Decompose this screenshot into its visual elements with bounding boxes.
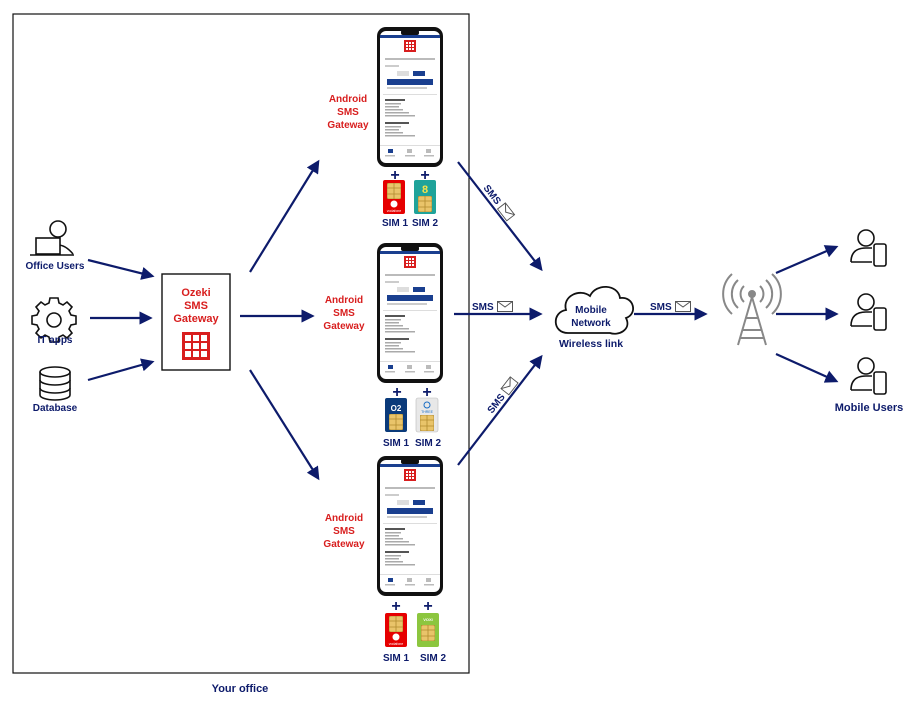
sim2-label: SIM 2 (415, 438, 442, 449)
android-phone-2 (377, 243, 443, 383)
android-label-line3: Gateway (323, 321, 365, 332)
envelope-icon (497, 202, 516, 222)
sms-text: SMS (472, 302, 494, 313)
mobile-user-icon (850, 229, 887, 267)
arrow-phone1-to-network (457, 161, 543, 272)
envelope-icon (675, 301, 691, 312)
android-label-line1: Android (325, 295, 363, 306)
database-label: Database (33, 403, 78, 414)
vodafone-sim-icon: vodafone (385, 613, 407, 647)
sms-text: SMS (650, 302, 672, 313)
cloud-icon (554, 285, 634, 335)
sim2-label: SIM 2 (420, 653, 447, 664)
o2-sim-icon: O2 (385, 398, 407, 432)
sim-brand-text: vodafone (389, 642, 403, 646)
ee-sim-icon: 8 (414, 180, 436, 214)
office-user-icon (30, 220, 74, 256)
sim1-label: SIM 1 (383, 653, 410, 664)
sim-group-2: + + O2 THREE SIM 1 SIM 2 (383, 384, 442, 449)
arrow-gateway-to-phone1 (249, 159, 320, 273)
android-label-line1: Android (325, 513, 363, 524)
envelope-icon (497, 301, 513, 312)
plus-icon: + (390, 167, 399, 184)
arrow-database-to-gateway (87, 358, 155, 382)
plus-icon: + (420, 167, 429, 184)
database-icon (39, 366, 71, 401)
office-caption: Your office (212, 683, 269, 695)
mobile-user-icon (850, 357, 887, 395)
sms-label-2: SMS (472, 301, 513, 313)
mobile-user-icon (850, 293, 887, 331)
android-label-line3: Gateway (327, 120, 369, 131)
sim1-label: SIM 1 (383, 438, 410, 449)
android-label-line3: Gateway (323, 539, 365, 550)
android-phone-3 (377, 456, 443, 596)
arrow-gateway-to-phone3 (249, 369, 320, 481)
sim2-label: SIM 2 (412, 218, 439, 229)
gear-icon (31, 297, 77, 343)
gateway-line2: SMS (184, 300, 208, 312)
gateway-line1: Ozeki (181, 287, 210, 299)
sim-group-3: + + vodafone VOXI SIM 1 SIM 2 (383, 598, 447, 664)
vodafone-sim-icon: vodafone (383, 180, 405, 214)
sms-label-4: SMS (650, 301, 691, 313)
sim-brand-text: VOXI (423, 617, 433, 622)
three-sim-icon: THREE (415, 397, 439, 433)
sim-brand-text: O2 (391, 404, 402, 413)
cell-tower-icon (722, 273, 782, 346)
android-gateway-label-1: Android SMS Gateway (327, 94, 369, 131)
office-boundary (12, 13, 470, 674)
android-gateway-label-3: Android SMS Gateway (323, 513, 365, 550)
it-apps-label: IT apps (37, 335, 72, 346)
sim1-label: SIM 1 (382, 218, 409, 229)
sim-group-1: + + vodafone 8 SIM 1 SIM 2 (382, 167, 439, 229)
android-label-line2: SMS (333, 308, 355, 319)
android-label-line2: SMS (337, 107, 359, 118)
arrow-users-to-gateway (87, 258, 155, 280)
network-line2: Network (571, 318, 611, 329)
office-users-label: Office Users (26, 261, 85, 272)
arrow-tower-to-user3 (775, 352, 839, 383)
sms-label-3: SMS (486, 376, 519, 416)
plus-icon: + (422, 384, 431, 401)
android-gateway-label-2: Android SMS Gateway (323, 295, 365, 332)
android-label-line1: Android (329, 94, 367, 105)
android-label-line2: SMS (333, 526, 355, 537)
gateway-line3: Gateway (173, 313, 219, 325)
sim-brand-text: 8 (422, 184, 428, 196)
wireless-link-label: Wireless link (559, 338, 623, 350)
plus-icon: + (423, 598, 432, 615)
arrow-tower-to-user1 (775, 245, 839, 275)
network-line1: Mobile (575, 305, 607, 316)
arrow-phone3-to-network (457, 354, 543, 466)
plus-icon: + (392, 384, 401, 401)
plus-icon: + (391, 598, 400, 615)
sim-brand-text: THREE (421, 410, 434, 414)
mobile-users-label: Mobile Users (835, 402, 903, 414)
sms-label-1: SMS (481, 183, 516, 222)
ozeki-logo-icon (182, 332, 210, 360)
envelope-icon (500, 376, 519, 396)
android-phone-1 (377, 27, 443, 167)
sim-brand-text: vodafone (387, 209, 401, 213)
voxi-sim-icon: VOXI (417, 613, 439, 647)
